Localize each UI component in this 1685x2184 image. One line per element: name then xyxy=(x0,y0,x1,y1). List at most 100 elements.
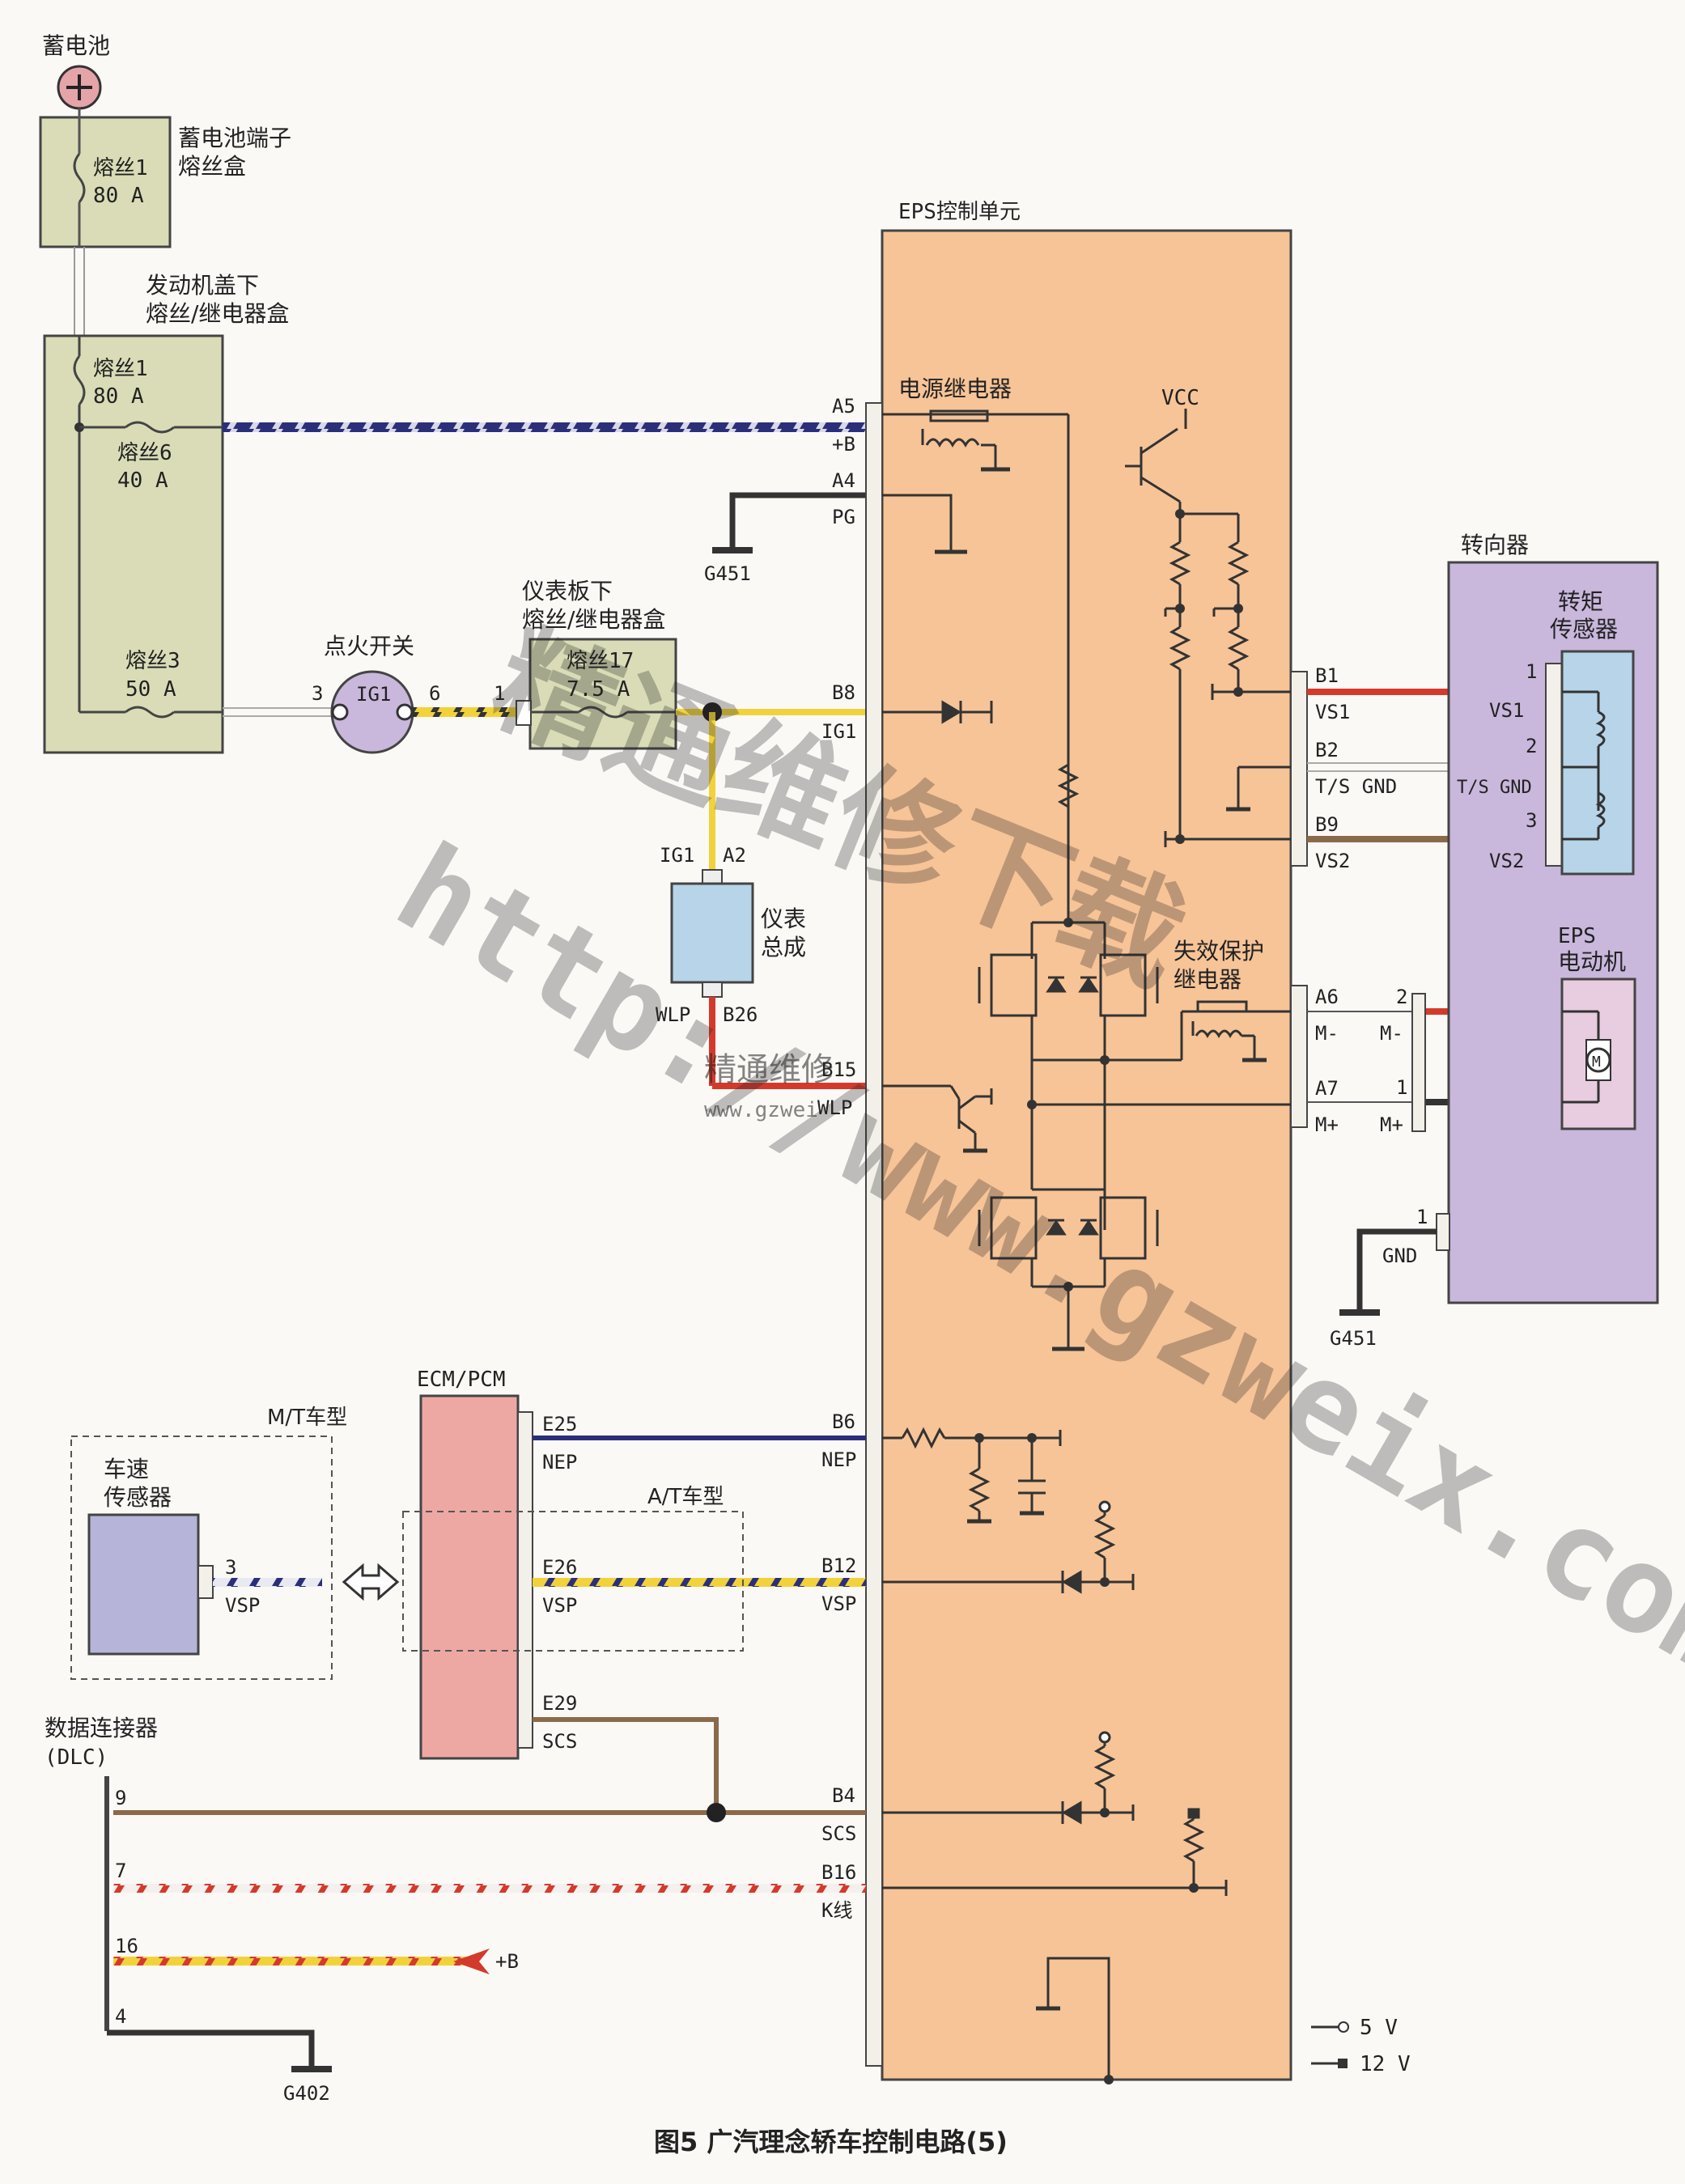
torque-pin-1: 1 xyxy=(1526,660,1537,683)
ground-g451-pg: G451 xyxy=(704,492,866,585)
eps-signal-m-plus: M+ xyxy=(1315,1113,1339,1136)
speed-sensor-pin: 3 xyxy=(225,1556,236,1579)
motor-label-1: EPS xyxy=(1558,924,1596,948)
ground-label-g402: G402 xyxy=(283,2082,330,2105)
motor-label-2: 电动机 xyxy=(1558,948,1626,975)
torque-sensor-label-1: 转矩 xyxy=(1558,588,1603,615)
ignition-label: 点火开关 xyxy=(324,633,414,659)
legend-12v: 12 V xyxy=(1360,2052,1411,2076)
torque-signal-vs1: VS1 xyxy=(1489,699,1524,722)
underhood-fuse1-rating: 80 A xyxy=(93,384,144,409)
motor-pin-1: 1 xyxy=(1396,1076,1407,1099)
legend-5v: 5 V xyxy=(1360,2016,1398,2040)
underhood-label-1: 发动机盖下 xyxy=(146,272,259,299)
battery-fuse-box: 熔丝1 80 A 蓄电池端子 熔丝盒 xyxy=(39,108,291,248)
arrow-icon xyxy=(453,1949,490,1974)
eps-pin-b15: B15 xyxy=(821,1058,856,1081)
battery-fuse-rating: 80 A xyxy=(93,184,144,208)
ecm-signal-nep: NEP xyxy=(542,1451,577,1474)
ecm-signal-scs: SCS xyxy=(542,1730,577,1753)
ecm-pin-e29: E29 xyxy=(542,1692,577,1715)
gauge-pin-a2: A2 xyxy=(723,844,746,867)
motor-pin-2: 2 xyxy=(1396,986,1407,1008)
dash-fuse-box: 仪表板下 熔丝/继电器盒 1 熔丝17 7.5 A xyxy=(494,578,677,750)
dlc-pin-9: 9 xyxy=(115,1787,126,1809)
speed-sensor: 车速 传感器 3 VSP xyxy=(87,1456,260,1656)
torque-sensor-label-2: 传感器 xyxy=(1550,616,1618,642)
data-link-connector: 数据连接器 (DLC) 9 7 16 4 xyxy=(45,1715,158,2031)
dlc-pin-4: 4 xyxy=(115,2005,126,2028)
ignition-name: IG1 xyxy=(356,683,391,706)
underhood-fuse3-rating: 50 A xyxy=(125,677,176,702)
eps-signal-pg: PG xyxy=(832,506,855,528)
diode-icon xyxy=(882,700,993,724)
dlc-label-1: 数据连接器 xyxy=(45,1715,158,1741)
gauge-label-2: 总成 xyxy=(761,934,806,961)
eps-signal-nep: NEP xyxy=(821,1448,856,1471)
resistor-icon xyxy=(1057,763,1080,808)
underhood-fuse6-rating: 40 A xyxy=(117,469,168,493)
watermark-logo-url: www.gzwei xyxy=(704,1098,818,1122)
dash-fuse-name: 熔丝17 xyxy=(567,649,634,673)
eps-title: EPS控制单元 xyxy=(898,200,1021,224)
wire-plus-b xyxy=(223,422,866,432)
eps-pin-a4: A4 xyxy=(832,469,855,492)
wire-vsp xyxy=(533,1578,866,1587)
eps-signal-scs: SCS xyxy=(821,1822,856,1845)
eps-signal-m-minus: M- xyxy=(1315,1022,1339,1045)
steering-gear: 转向器 转矩 传感器 1 VS1 2 T/S GND 3 VS2 EPS 电动机… xyxy=(1380,532,1659,1304)
eps-signal-wlp: WLP xyxy=(817,1096,852,1119)
underhood-fuse6-name: 熔丝6 xyxy=(117,441,172,465)
speed-sensor-signal: VSP xyxy=(225,1594,260,1617)
eps-signal-plus-b: +B xyxy=(832,433,855,456)
motor-icon xyxy=(1585,1047,1611,1073)
torque-sensor-coil-icon xyxy=(1562,690,1606,841)
dash-terminal: 1 xyxy=(494,682,505,705)
double-arrow-icon xyxy=(342,1563,400,1601)
dlc-pin-16: 16 xyxy=(115,1935,138,1957)
torque-pin-2: 2 xyxy=(1526,735,1537,757)
figure-caption: 图5 广汽理念轿车控制电路(5) xyxy=(654,2127,1008,2157)
underhood-label-2: 熔丝/继电器盒 xyxy=(146,300,289,327)
fuse-icon xyxy=(73,355,86,405)
underhood-fuse3-name: 熔丝3 xyxy=(125,649,180,673)
ecm-pcm: ECM/PCM E25 NEP E26 VSP E29 SCS xyxy=(417,1368,577,1760)
nep-filter-icon xyxy=(882,1427,1062,1524)
dlc-pin-7: 7 xyxy=(115,1860,126,1882)
battery-fuse-name: 熔丝1 xyxy=(93,156,148,180)
underhood-fuse-box: 发动机盖下 熔丝/继电器盒 熔丝1 80 A 熔丝6 40 A 熔丝3 50 A xyxy=(43,272,289,754)
eps-pin-b16: B16 xyxy=(821,1861,856,1884)
ground-label-g451-b: G451 xyxy=(1330,1327,1377,1350)
motor-symbol: M xyxy=(1592,1054,1601,1071)
eps-signal-vs1: VS1 xyxy=(1315,701,1350,723)
eps-control-unit: EPS控制单元 A5 +B A4 PG B8 IG1 B15 WLP B6 NE… xyxy=(817,200,1397,2084)
junction-dot xyxy=(707,1803,726,1822)
open-terminal-icon xyxy=(1338,2021,1349,2033)
at-model-box xyxy=(402,1511,744,1652)
dash-label-1: 仪表板下 xyxy=(522,578,613,604)
dlc-plus-b-label: +B xyxy=(495,1950,519,1973)
watermark-logo: 精通维修 www.gzwei xyxy=(704,1051,834,1122)
scs-input-icon xyxy=(882,1731,1135,1825)
battery-box-label-1: 蓄电池端子 xyxy=(178,125,291,151)
steering-gear-label: 转向器 xyxy=(1461,532,1529,558)
internal-ground-icon xyxy=(1036,1957,1110,2080)
eps-pin-b2: B2 xyxy=(1315,739,1339,761)
failsafe-label-2: 继电器 xyxy=(1174,966,1241,993)
ecm-pin-e25: E25 xyxy=(542,1413,577,1436)
wire-speed-sensor xyxy=(213,1578,322,1587)
failsafe-label-1: 失效保护 xyxy=(1174,938,1264,965)
motor-signal-m-minus: M- xyxy=(1380,1022,1403,1045)
eps-pin-b9: B9 xyxy=(1315,813,1339,836)
gauge-pin-ig1: IG1 xyxy=(660,844,694,867)
motor-signal-m-plus: M+ xyxy=(1380,1113,1403,1136)
eps-signal-k-line: K线 xyxy=(821,1899,852,1922)
voltage-legend: 5 V 12 V xyxy=(1311,2016,1411,2076)
ground-label-g451-a: G451 xyxy=(704,562,751,585)
torque-signal-ts-gnd: T/S GND xyxy=(1457,778,1532,798)
failsafe-relay-icon xyxy=(1105,1000,1291,1062)
ecm-pin-e26: E26 xyxy=(542,1556,577,1579)
dash-fuse-rating: 7.5 A xyxy=(567,677,630,702)
eps-signal-vsp: VSP xyxy=(821,1592,856,1615)
eps-pin-b12: B12 xyxy=(821,1554,856,1577)
